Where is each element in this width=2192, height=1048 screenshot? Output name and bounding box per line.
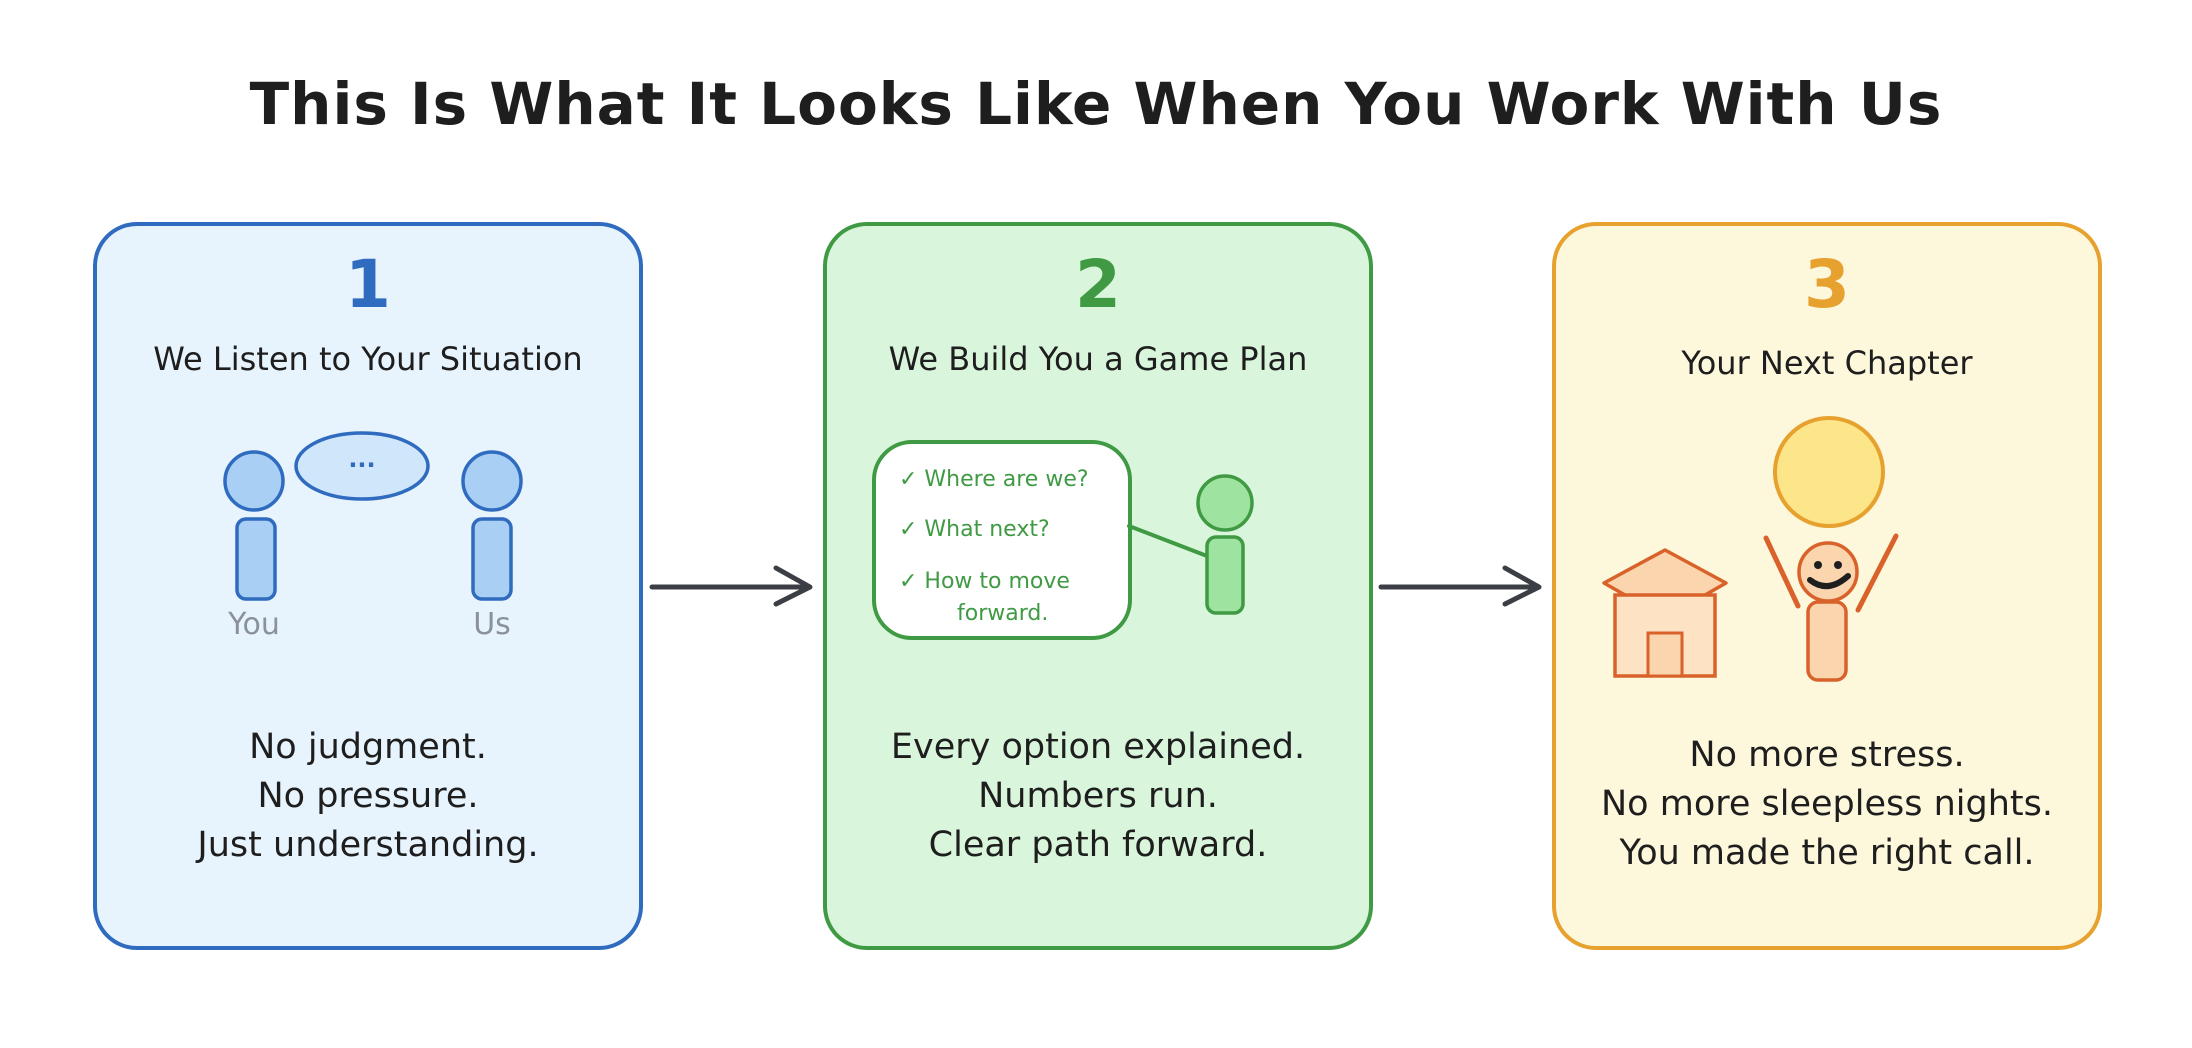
celebrating-person-icon — [1763, 533, 1899, 682]
arrow-right-icon — [1378, 565, 1542, 607]
step-description: Every option explained. Numbers run. Cle… — [827, 723, 1369, 870]
checklist-item: ✓ How to move — [899, 569, 1070, 594]
description-line: Just understanding. — [197, 825, 539, 865]
checklist-bubble-icon — [872, 440, 1209, 640]
checklist-item: forward. — [957, 601, 1048, 626]
page-title: This Is What It Looks Like When You Work… — [249, 70, 1943, 138]
sun-icon — [1773, 416, 1885, 528]
description-line: No more stress. — [1689, 735, 1965, 775]
step-title: We Listen to Your Situation — [153, 340, 583, 378]
speech-bubble-icon — [294, 431, 430, 501]
step-description: No judgment. No pressure. Just understan… — [97, 723, 639, 870]
house-icon — [1613, 593, 1717, 678]
listening-illustration: ... You Us — [223, 431, 523, 642]
description-line: Every option explained. — [890, 727, 1306, 767]
step-title: Your Next Chapter — [1681, 344, 1973, 382]
description-line: Clear path forward. — [928, 825, 1268, 865]
description-line: No judgment. — [249, 727, 487, 767]
step-description: No more stress. No more sleepless nights… — [1556, 731, 2098, 878]
arrow-right-icon — [649, 565, 813, 607]
speech-bubble-text: ... — [348, 445, 375, 473]
step-number: 1 — [345, 246, 391, 323]
person-icon — [1196, 474, 1254, 615]
label-us: Us — [473, 607, 511, 642]
step-card-1: 1 We Listen to Your Situation ... You Us… — [93, 222, 643, 950]
description-line: Numbers run. — [978, 776, 1218, 816]
game-plan-illustration: ✓ Where are we? ✓ What next? ✓ How to mo… — [872, 440, 1254, 640]
next-chapter-illustration — [1602, 416, 1899, 682]
step-card-2: 2 We Build You a Game Plan ✓ Where are w… — [823, 222, 1373, 950]
step-number: 2 — [1075, 246, 1121, 323]
description-line: You made the right call. — [1619, 833, 2035, 873]
description-line: No more sleepless nights. — [1601, 784, 2053, 824]
step-number: 3 — [1804, 246, 1850, 323]
person-icon — [461, 450, 523, 601]
person-icon — [223, 450, 285, 601]
checklist-item: ✓ Where are we? — [899, 467, 1089, 492]
label-you: You — [227, 607, 280, 642]
step-card-3: 3 Your Next Chapter No more stress. No m… — [1552, 222, 2102, 950]
step-title: We Build You a Game Plan — [888, 340, 1308, 378]
checklist-item: ✓ What next? — [899, 517, 1050, 542]
description-line: No pressure. — [257, 776, 479, 816]
